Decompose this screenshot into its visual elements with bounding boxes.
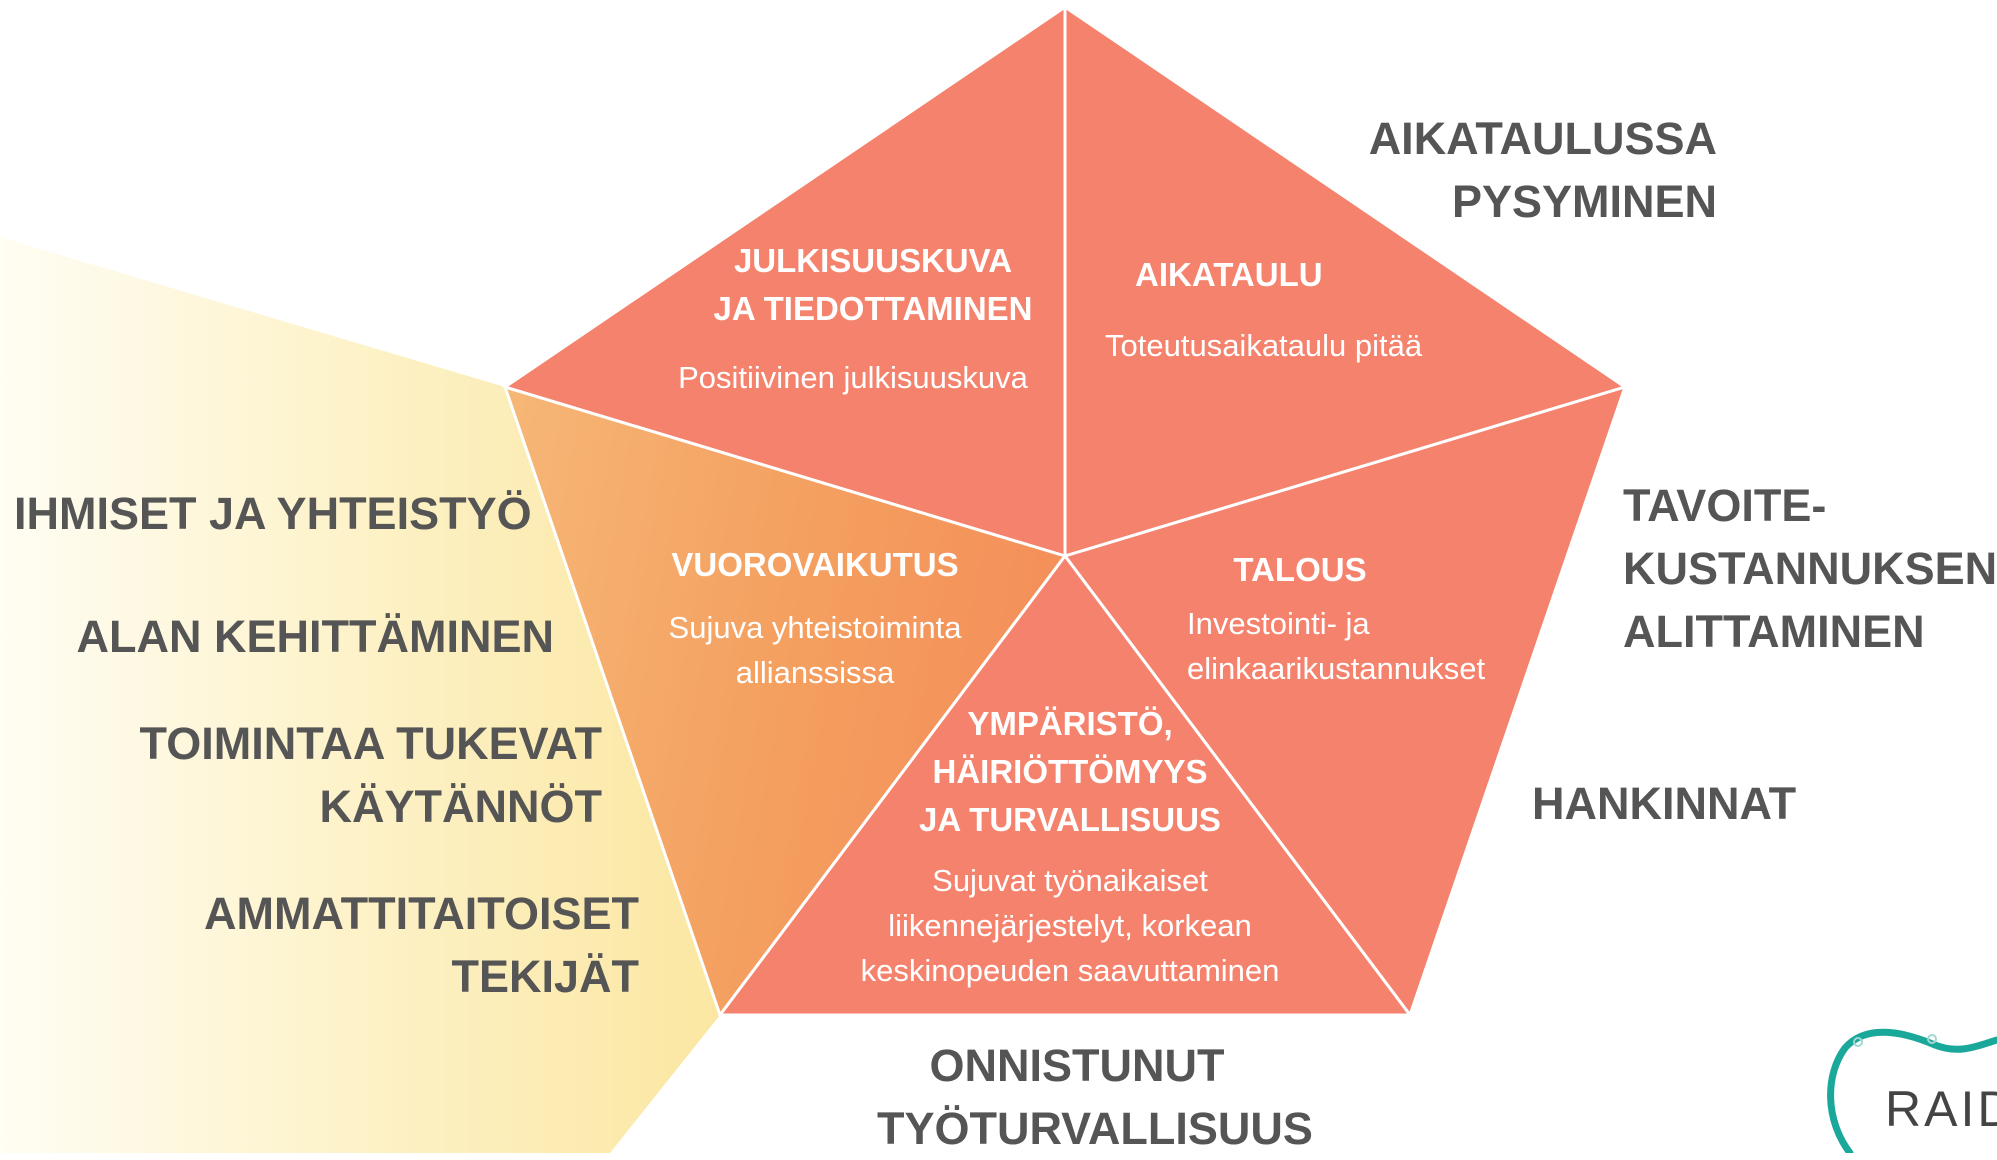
logo-dot-icon: [1853, 1037, 1863, 1047]
logo-dot-icon: [1927, 1034, 1937, 1044]
segment-interaction-title: VUOROVAIKUTUS: [671, 546, 959, 583]
segment-economy-text: Investointi- ja elinkaarikustannukset: [1187, 606, 1486, 686]
segment-schedule-title: AIKATAULU: [1135, 256, 1323, 293]
segment-interaction-text: Sujuva yhteistoiminta allianssissa: [668, 610, 962, 690]
segment-environment-text: Sujuvat työnaikaiset liikennejärjestelyt…: [860, 863, 1280, 988]
segment-publicity-text: Positiivinen julkisuuskuva: [678, 360, 1028, 395]
factor-professionals: AMMATTITAITOISET TEKIJÄT: [204, 888, 639, 1002]
goal-cost: TAVOITE- KUSTANNUKSEN ALITTAMINEN: [1623, 480, 1997, 657]
logo-curve-icon: [1827, 1028, 1997, 1153]
yellow-fan-shape: [0, 237, 720, 1153]
goal-schedule: AIKATAULUSSA PYSYMINEN: [1368, 113, 1717, 227]
goal-safety: ONNISTUNUT TYÖTURVALLISUUS: [877, 1040, 1313, 1154]
factor-practices: TOIMINTAA TUKEVAT KÄYTÄNNÖT: [139, 718, 602, 832]
goal-procurement: HANKINNAT: [1532, 778, 1797, 829]
segment-environment-title: YMPÄRISTÖ, HÄIRIÖTTÖMYYS JA TURVALLISUUS: [919, 705, 1221, 838]
factor-development: ALAN KEHITTÄMINEN: [76, 611, 554, 662]
segment-economy-title: TALOUS: [1233, 551, 1367, 588]
factor-people: IHMISET JA YHTEISTYÖ: [14, 488, 532, 539]
segment-publicity-title: JULKISUUSKUVA JA TIEDOTTAMINEN: [713, 242, 1033, 327]
segment-schedule-text: Toteutusaikataulu pitää: [1105, 328, 1423, 363]
logo-wordmark: RAID: [1885, 1081, 1997, 1137]
segment-environment-shape: [718, 554, 1412, 1017]
